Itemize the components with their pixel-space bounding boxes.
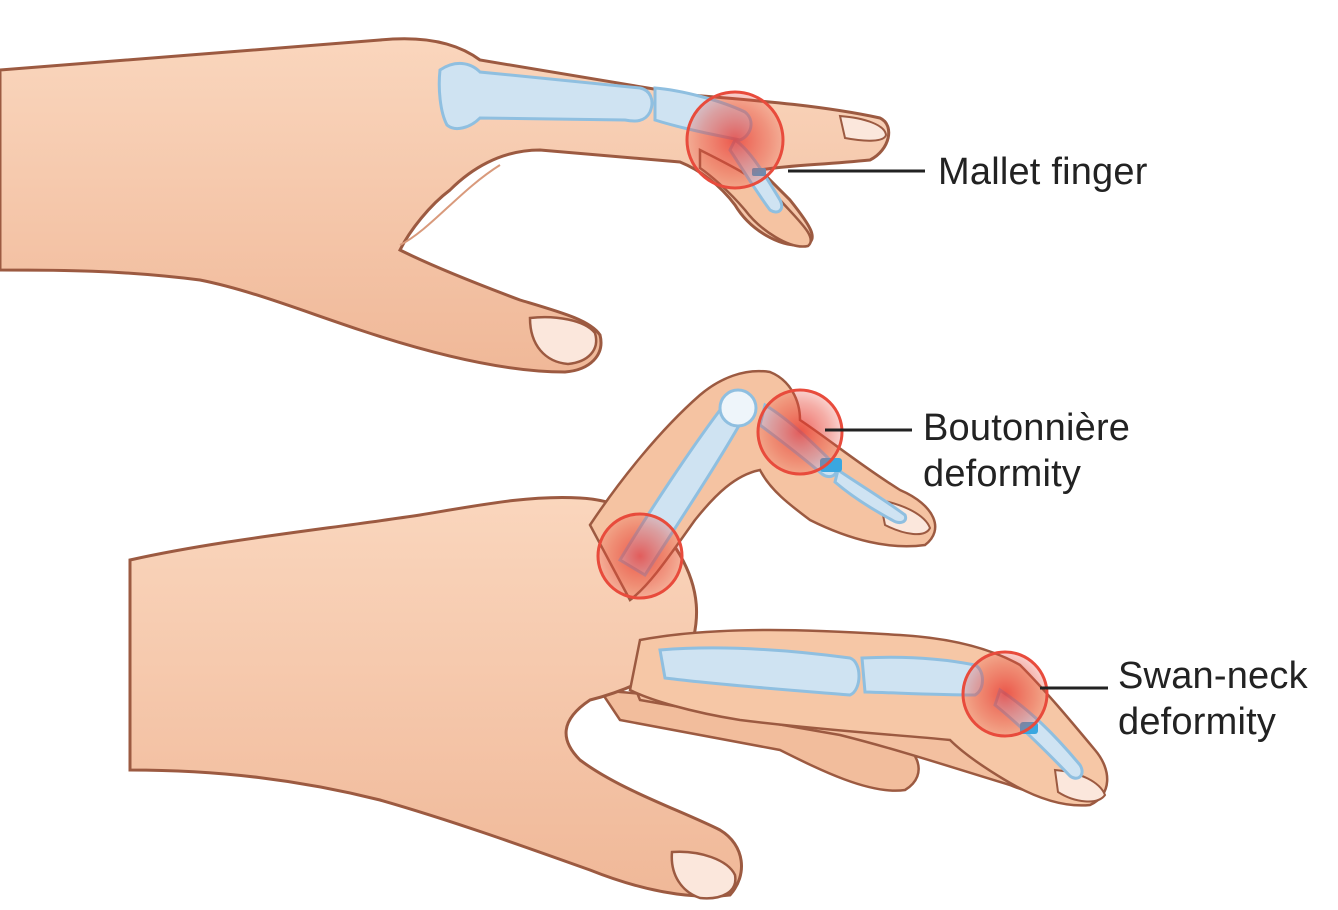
swan-neck-injury-highlight [963,652,1047,736]
mallet-injury-highlight [687,92,783,188]
top-hand [0,39,889,372]
swan-neck-label-line2: deformity [1118,701,1276,743]
boutonniere-mcp-injury-highlight [598,514,682,598]
mallet-label: Mallet finger [938,151,1148,193]
swan-neck-label-line1: Swan-neck [1118,655,1309,697]
boutonniere-label-line2: deformity [923,453,1081,495]
callout-swan-neck: Swan-neck deformity [1040,655,1309,743]
boutonniere-label-line1: Boutonnière [923,407,1130,449]
boutonniere-knuckle-bone [720,390,756,426]
bottom-hand [130,371,1107,898]
boutonniere-pip-injury-highlight [758,390,842,474]
